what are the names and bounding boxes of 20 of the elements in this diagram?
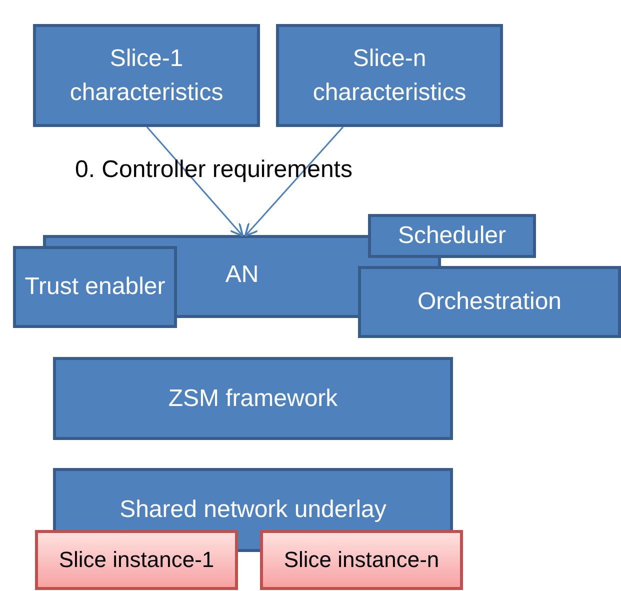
box-label: Trust enabler — [24, 272, 166, 302]
box-label: Slice-n characteristics — [312, 44, 468, 108]
slice-instance-box — [260, 530, 463, 590]
process-box — [13, 246, 177, 328]
box-label: Scheduler — [398, 221, 506, 251]
arrow — [244, 126, 344, 237]
arrow — [146, 126, 244, 237]
box-label: Slice instance-n — [284, 547, 440, 573]
box-label: Orchestration — [417, 287, 562, 317]
box-label: ZSM framework — [168, 384, 338, 414]
process-box — [33, 24, 260, 127]
box-label: Shared network underlay — [120, 495, 386, 525]
box-label: AN — [225, 260, 259, 290]
box-label: Slice-1 characteristics — [68, 44, 224, 108]
process-box — [276, 24, 503, 127]
process-box — [358, 266, 621, 338]
slice-instance-box — [35, 530, 238, 590]
process-box — [53, 357, 453, 440]
box-label: Slice instance-1 — [58, 547, 214, 573]
process-box — [368, 214, 536, 258]
